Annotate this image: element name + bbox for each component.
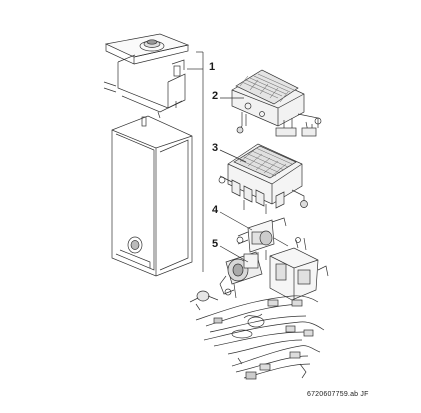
callout-2: 2 — [212, 90, 219, 102]
burner — [218, 143, 308, 214]
document-code: 6720607759.ab JF — [307, 391, 369, 398]
front-casing — [111, 115, 193, 277]
gas-valve-unit — [219, 251, 263, 299]
callout-5: 5 — [212, 238, 219, 250]
leader-line-4 — [219, 211, 253, 231]
sensor-part — [189, 290, 219, 311]
callout-3: 3 — [212, 142, 219, 154]
leader-line-5 — [219, 245, 249, 263]
mounting-frame — [103, 33, 190, 119]
wiring-harness — [195, 295, 325, 380]
callout-4: 4 — [212, 204, 219, 216]
control-unit — [269, 237, 329, 301]
leader-line-3 — [219, 149, 247, 163]
leader-line-1 — [187, 51, 204, 272]
callout-1: 1 — [209, 61, 216, 73]
heat-exchanger — [231, 69, 322, 137]
